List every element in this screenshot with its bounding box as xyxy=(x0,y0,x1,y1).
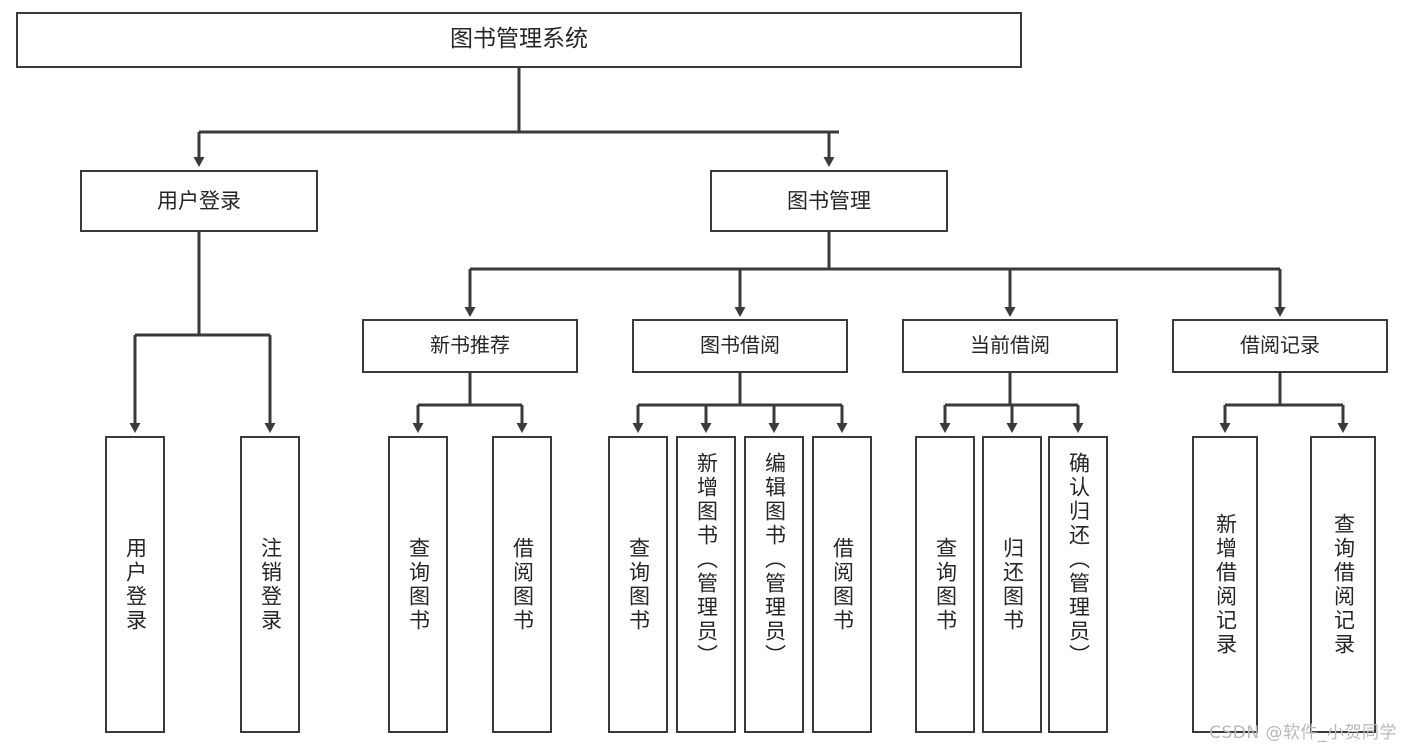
leaf-book-borrow-edit-label: 编辑图书（管理员） xyxy=(762,452,787,668)
leaf-user-login-login[interactable]: 用户登录 xyxy=(105,436,165,733)
leaf-new-book-query-label: 查询图书 xyxy=(406,536,431,633)
node-user-login[interactable]: 用户登录 xyxy=(80,170,318,232)
leaf-current-borrow-query-label: 查询图书 xyxy=(933,536,958,633)
leaf-book-borrow-query-label: 查询图书 xyxy=(626,536,651,633)
leaf-book-borrow-borrow-label: 借阅图书 xyxy=(830,536,855,633)
leaf-current-borrow-confirm-return[interactable]: 确认归还（管理员） xyxy=(1048,436,1108,733)
leaf-book-borrow-add[interactable]: 新增图书（管理员） xyxy=(676,436,736,733)
leaf-borrow-record-add-label: 新增借阅记录 xyxy=(1213,512,1238,657)
node-current-borrow[interactable]: 当前借阅 xyxy=(902,319,1118,373)
leaf-book-borrow-edit[interactable]: 编辑图书（管理员） xyxy=(744,436,804,733)
node-book-borrow[interactable]: 图书借阅 xyxy=(632,319,848,373)
leaf-borrow-record-query-label: 查询借阅记录 xyxy=(1331,512,1356,657)
leaf-current-borrow-confirm-return-label: 确认归还（管理员） xyxy=(1066,452,1091,668)
node-new-book-recommend-label: 新书推荐 xyxy=(430,333,510,358)
leaf-current-borrow-return-label: 归还图书 xyxy=(1000,536,1025,633)
leaf-book-borrow-add-label: 新增图书（管理员） xyxy=(694,452,719,668)
node-borrow-record[interactable]: 借阅记录 xyxy=(1172,319,1388,373)
leaf-book-borrow-borrow[interactable]: 借阅图书 xyxy=(812,436,872,733)
node-current-borrow-label: 当前借阅 xyxy=(970,333,1050,358)
leaf-user-login-login-label: 用户登录 xyxy=(123,536,148,633)
leaf-current-borrow-query[interactable]: 查询图书 xyxy=(915,436,975,733)
node-book-management[interactable]: 图书管理 xyxy=(710,170,948,232)
node-borrow-record-label: 借阅记录 xyxy=(1240,333,1320,358)
node-user-login-label: 用户登录 xyxy=(157,188,241,213)
leaf-user-login-logout-label: 注销登录 xyxy=(258,536,283,633)
leaf-current-borrow-return[interactable]: 归还图书 xyxy=(982,436,1042,733)
node-new-book-recommend[interactable]: 新书推荐 xyxy=(362,319,578,373)
leaf-borrow-record-query[interactable]: 查询借阅记录 xyxy=(1310,436,1376,733)
leaf-borrow-record-add[interactable]: 新增借阅记录 xyxy=(1192,436,1258,733)
node-root-system-label: 图书管理系统 xyxy=(450,26,588,53)
leaf-new-book-query[interactable]: 查询图书 xyxy=(388,436,448,733)
node-book-borrow-label: 图书借阅 xyxy=(700,333,780,358)
leaf-book-borrow-query[interactable]: 查询图书 xyxy=(608,436,668,733)
node-root-system[interactable]: 图书管理系统 xyxy=(16,12,1022,68)
leaf-user-login-logout[interactable]: 注销登录 xyxy=(240,436,300,733)
leaf-new-book-borrow[interactable]: 借阅图书 xyxy=(492,436,552,733)
leaf-new-book-borrow-label: 借阅图书 xyxy=(510,536,535,633)
node-book-management-label: 图书管理 xyxy=(787,188,871,213)
